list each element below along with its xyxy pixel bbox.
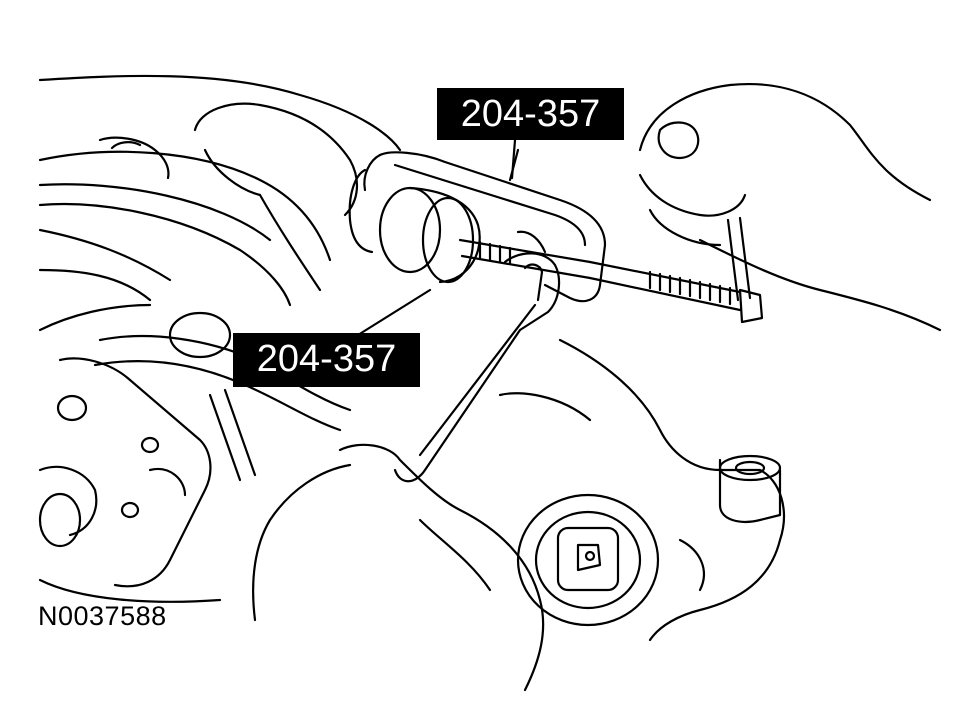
hex-key-icon <box>726 216 752 302</box>
hand-icon <box>638 83 942 332</box>
lower-arm-bracket <box>38 357 257 603</box>
knuckle-icon <box>498 338 785 642</box>
upper-arm-outline <box>38 74 402 332</box>
figure-number: N0037588 <box>38 601 167 631</box>
leader-line-upper <box>510 138 517 180</box>
hand-icon <box>193 102 358 292</box>
tool-label-upper: 204-357 <box>437 88 624 140</box>
hand-icon <box>252 443 545 692</box>
puller-tool-icon <box>348 148 764 324</box>
leader-line-lower <box>348 288 432 342</box>
tool-label-lower: 204-357 <box>233 333 420 387</box>
wrench-icon <box>393 252 561 483</box>
